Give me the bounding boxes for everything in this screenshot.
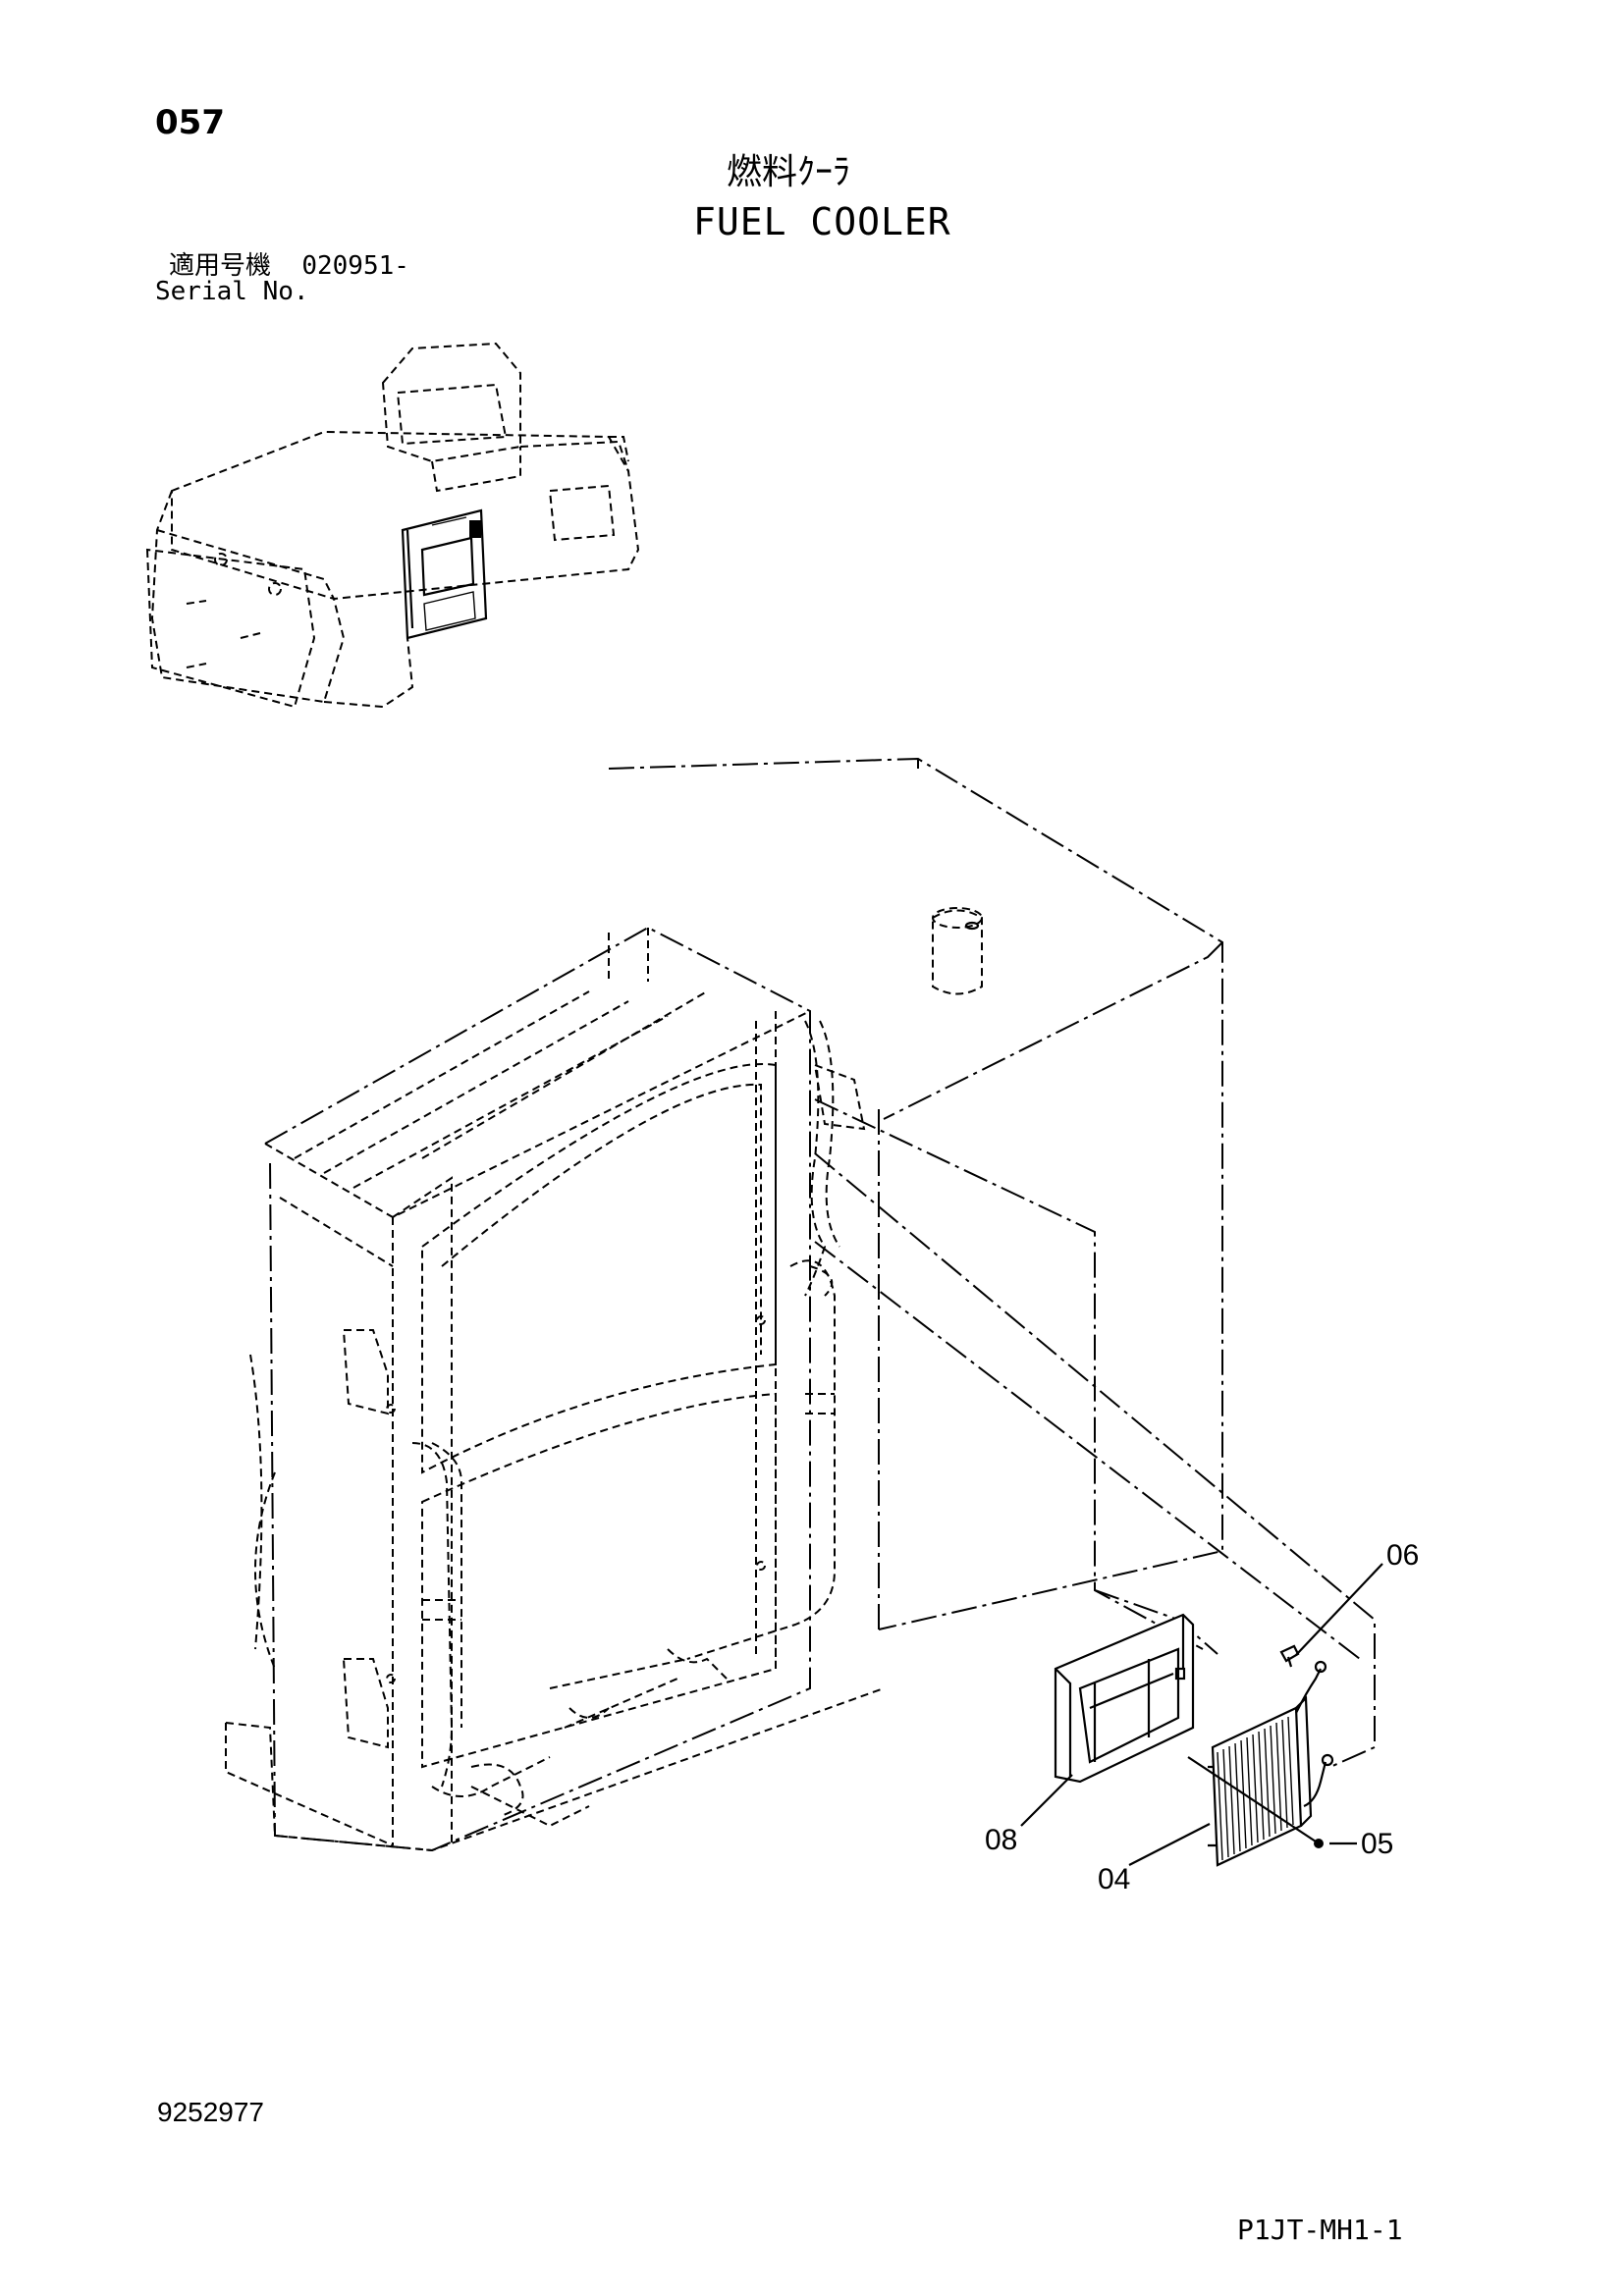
serial-label-english: Serial No. <box>155 277 309 306</box>
callout-04: 04 <box>1098 1863 1131 1896</box>
serial-value: 020951- <box>301 251 409 281</box>
part-06-bolt <box>1279 1644 1300 1668</box>
highlighted-cooler-thumbnail <box>401 508 488 640</box>
part-05-bolt <box>1187 1756 1324 1848</box>
title-english: FUEL COOLER <box>693 200 951 243</box>
sheet-code: P1JT-MH1-1 <box>1237 2214 1403 2246</box>
page-number: 057 <box>155 103 225 142</box>
part-08-bracket <box>1054 1613 1195 1784</box>
callout-06: 06 <box>1386 1539 1420 1572</box>
callout-05: 05 <box>1361 1828 1394 1860</box>
part-04-fuel-cooler <box>1208 1660 1334 1867</box>
callout-leaders <box>1020 1563 1383 1866</box>
callout-08: 08 <box>985 1824 1018 1856</box>
title-japanese: 燃料ｸｰﾗ <box>727 152 851 192</box>
machine-overview-thumbnail <box>145 342 640 709</box>
serial-label-jp: 適用号機 <box>169 251 272 281</box>
document-number: 9252977 <box>157 2097 265 2127</box>
radiator-assembly-phantom <box>225 757 1223 1852</box>
serial-line-japanese: 適用号機 020951- <box>169 253 409 279</box>
